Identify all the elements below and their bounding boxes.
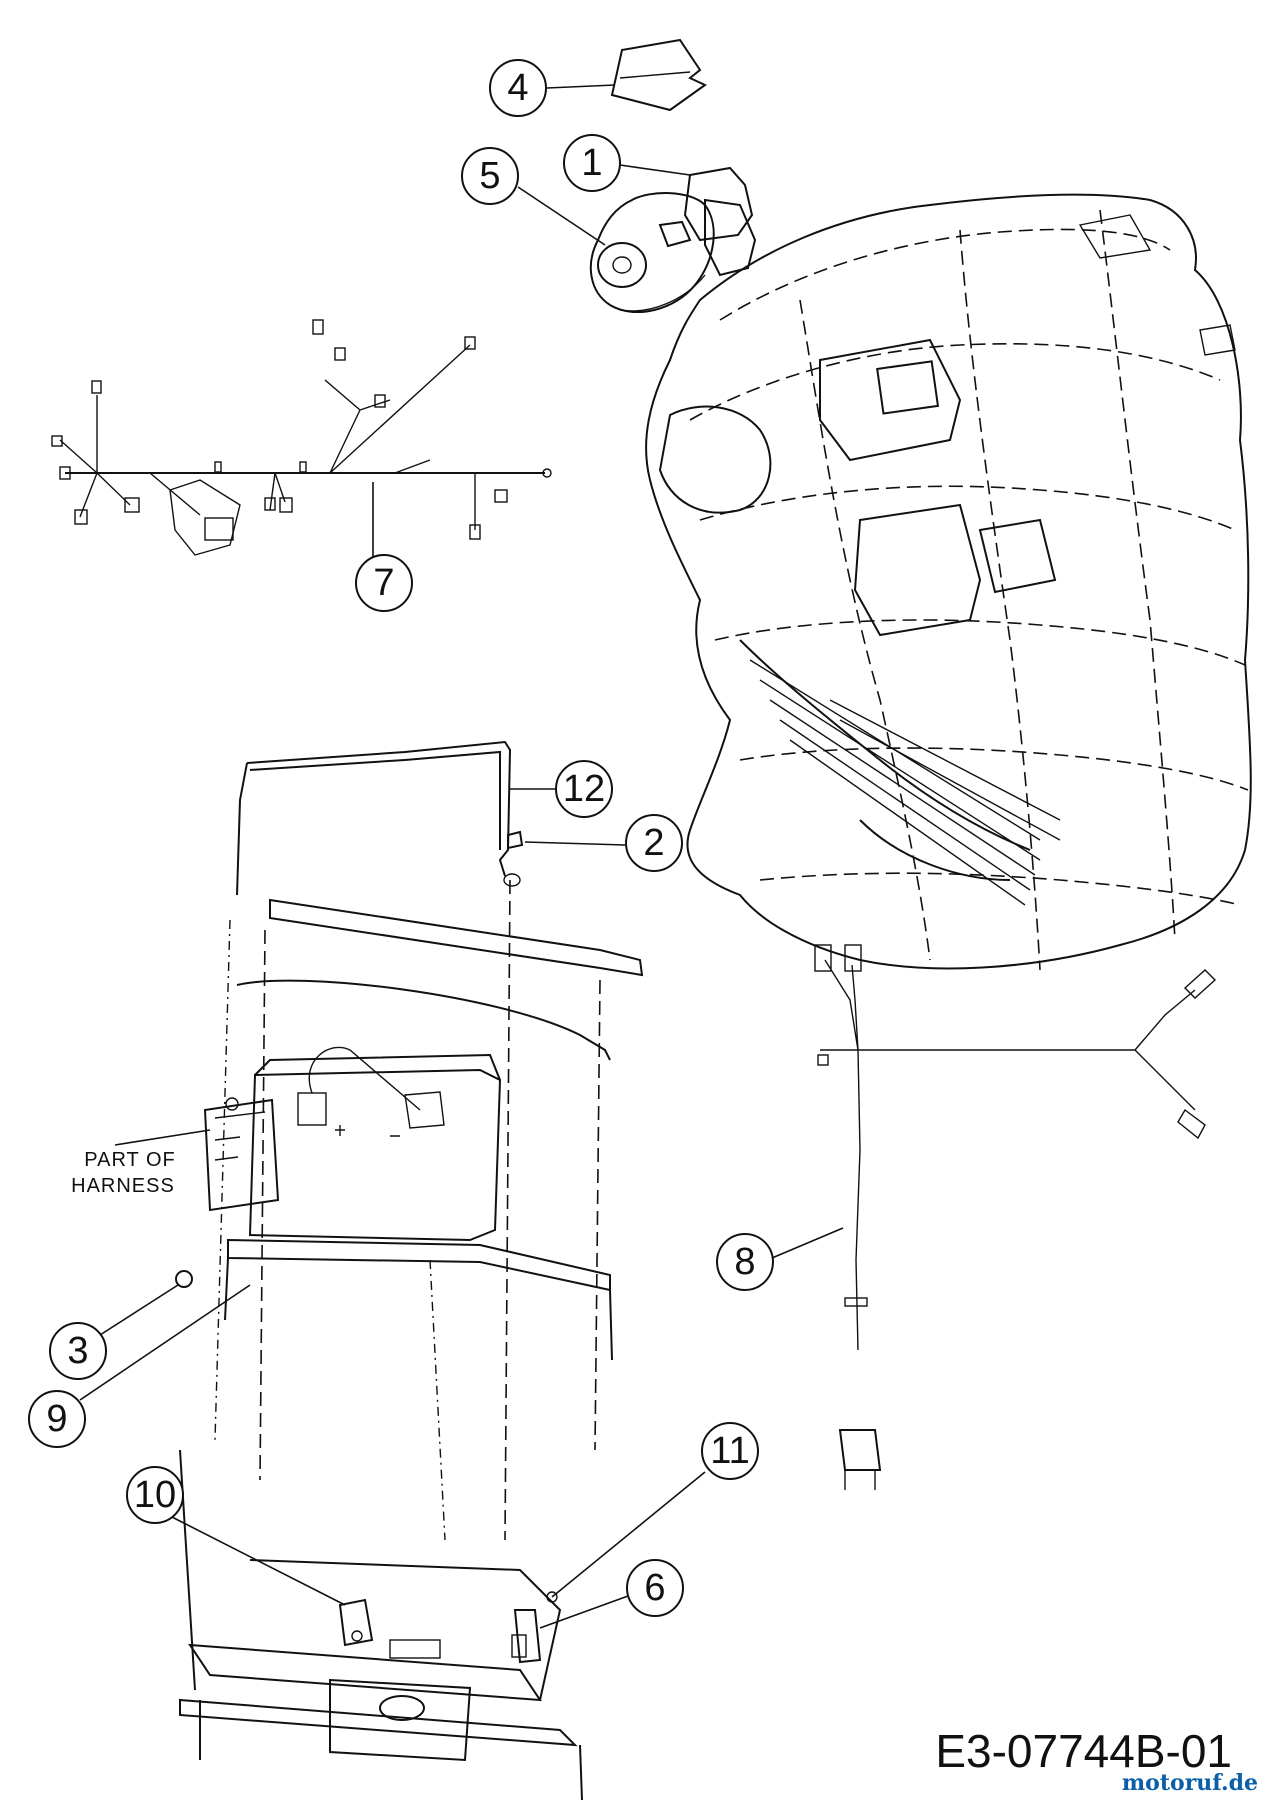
note-line-2: HARNESS <box>71 1175 175 1197</box>
callout-8: 8 <box>716 1227 844 1291</box>
callout-5: 5 <box>461 147 606 246</box>
callout-3: 3 <box>49 1284 179 1380</box>
callout-10: 10 <box>126 1466 346 1606</box>
callout-9: 9 <box>28 1284 251 1448</box>
callout-11-label: 11 <box>710 1430 749 1472</box>
callout-12: 12 <box>510 760 613 818</box>
callout-2-label: 2 <box>643 822 664 864</box>
callout-1-label: 1 <box>581 142 602 184</box>
callout-10-label: 10 <box>134 1474 176 1516</box>
drawing-code: E3-07744B-01 <box>935 1725 1232 1777</box>
battery-wire-harness <box>814 944 1217 1490</box>
ignition-switch-assembly <box>589 38 757 313</box>
callout-4-label: 4 <box>507 67 528 109</box>
callout-8-label: 8 <box>734 1241 755 1283</box>
hood-dash-panel <box>645 193 1252 971</box>
part-of-harness-note: PART OF HARNESS <box>71 1129 211 1197</box>
watermark-logo: motoruf.de <box>1121 1770 1258 1796</box>
callout-6-label: 6 <box>644 1567 665 1609</box>
callout-1: 1 <box>563 134 691 192</box>
callout-4: 4 <box>489 59 616 117</box>
callout-11: 11 <box>551 1422 759 1598</box>
main-wire-harness <box>51 319 552 556</box>
callout-7: 7 <box>355 482 413 612</box>
callout-12-label: 12 <box>563 768 605 810</box>
callout-2: 2 <box>524 814 683 872</box>
callout-7-label: 7 <box>373 562 394 604</box>
callout-3-label: 3 <box>67 1330 88 1372</box>
note-line-1: PART OF <box>84 1149 175 1171</box>
callout-5-label: 5 <box>479 155 500 197</box>
callout-6: 6 <box>539 1559 684 1629</box>
callout-9-label: 9 <box>46 1398 67 1440</box>
battery-tray-frame <box>175 740 644 1800</box>
